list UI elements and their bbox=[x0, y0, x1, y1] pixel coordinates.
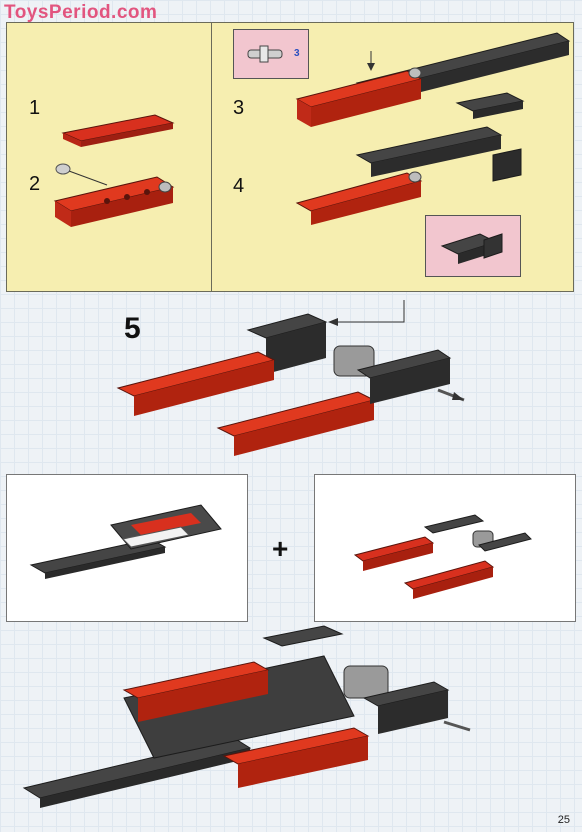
step3-assembly bbox=[295, 32, 571, 127]
step-number-4: 4 bbox=[233, 175, 245, 197]
watermark: ToysPeriod.com bbox=[4, 2, 158, 23]
step-number-1: 1 bbox=[29, 97, 41, 119]
steps-1-4-panel: 1 2 3 4 3 bbox=[6, 22, 574, 292]
sub-assembly-b-box bbox=[314, 474, 576, 622]
step3-parts-callout: 3 bbox=[233, 29, 309, 79]
axle-pin-count: 3 bbox=[294, 48, 300, 59]
axle-pin-icon bbox=[247, 45, 283, 63]
panel-divider bbox=[211, 23, 212, 291]
step5-assembly bbox=[116, 300, 465, 456]
arrow-icon bbox=[367, 63, 375, 71]
step-number-3: 3 bbox=[233, 97, 245, 119]
sub-assembly-b bbox=[353, 514, 532, 599]
step4-assembly bbox=[295, 92, 525, 225]
arrow-icon bbox=[452, 392, 464, 400]
step2-red-beam bbox=[53, 163, 175, 227]
sub-assembly-a bbox=[29, 504, 222, 579]
plus-icon: + bbox=[272, 533, 289, 564]
final-assembly bbox=[22, 625, 471, 808]
page-number: 25 bbox=[557, 814, 570, 826]
step4-parts-callout bbox=[425, 215, 521, 277]
plate-with-hole-icon bbox=[440, 233, 503, 264]
sub-assembly-a-box bbox=[6, 474, 248, 622]
step-number-2: 2 bbox=[29, 173, 41, 195]
step-number-5: 5 bbox=[124, 312, 141, 345]
arrow-icon bbox=[328, 318, 338, 326]
step1-red-plate bbox=[61, 114, 175, 147]
axle-pin-icon bbox=[55, 163, 71, 175]
